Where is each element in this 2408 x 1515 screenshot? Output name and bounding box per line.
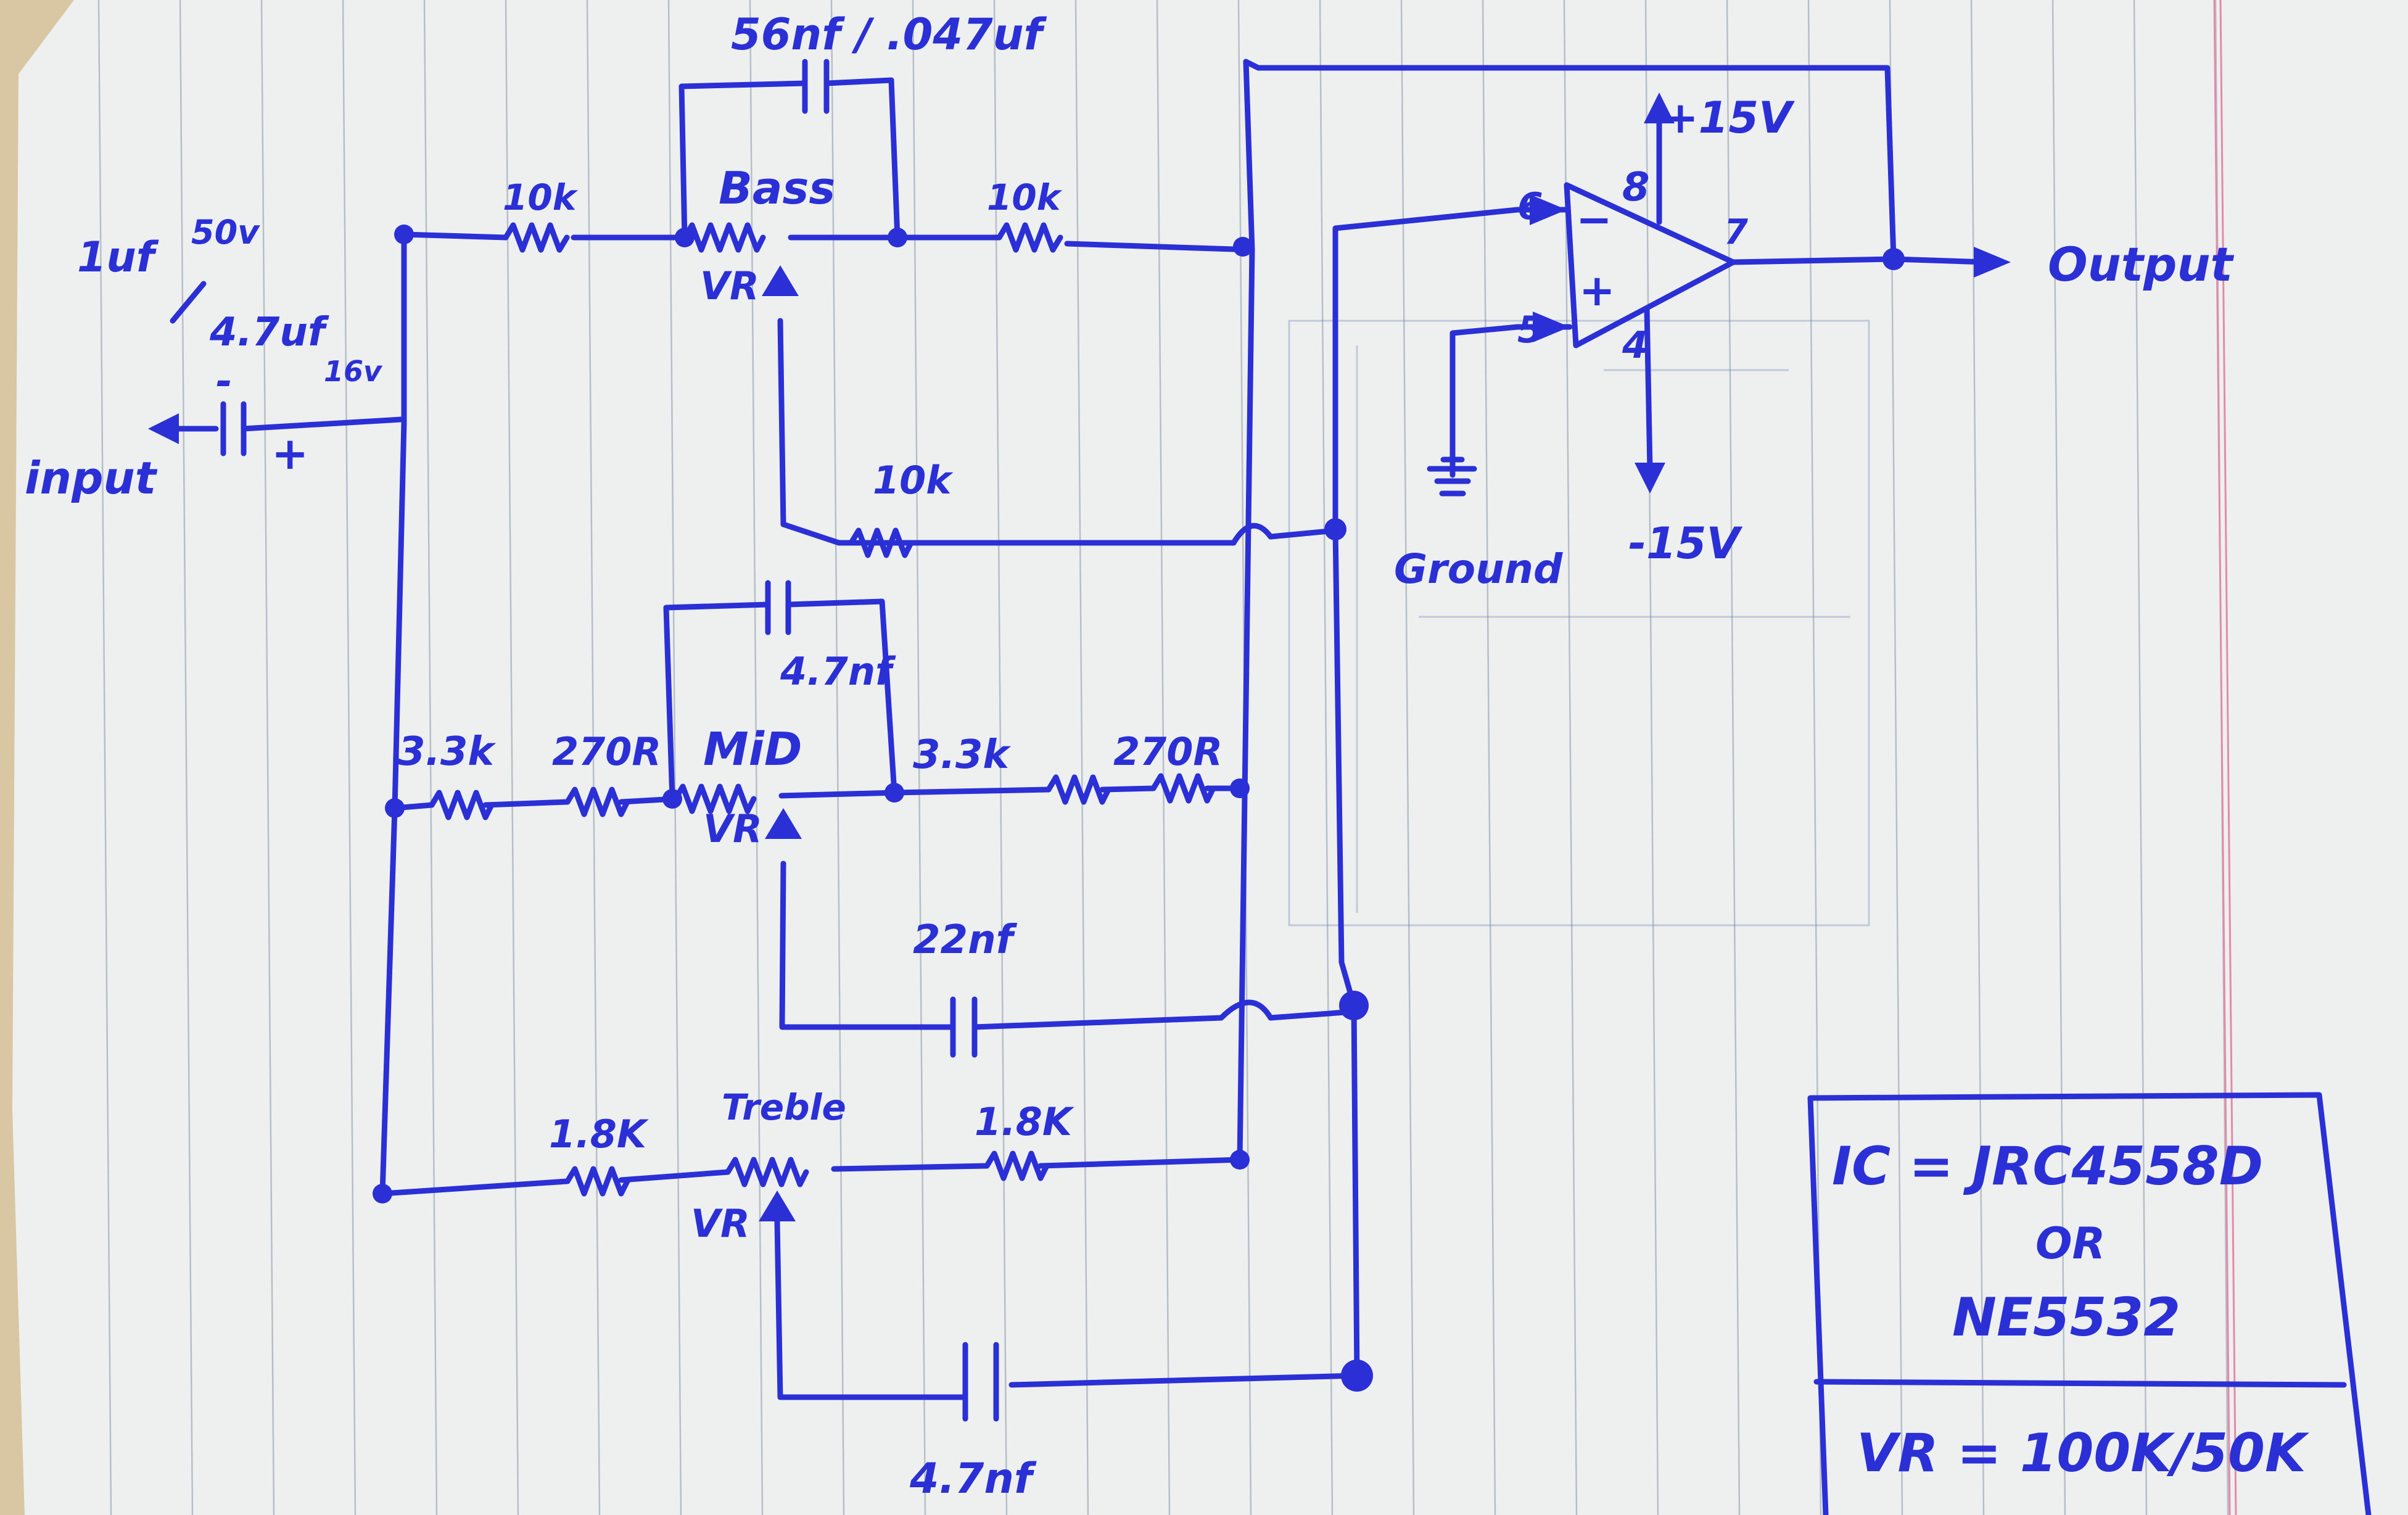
input-section: input 1uf 50v 4.7uf 16v - + <box>25 213 404 504</box>
pin6-label: 6 <box>1517 185 1543 228</box>
ruled-line <box>1319 0 1334 1515</box>
opamp-plus-label: + <box>1579 265 1615 316</box>
component-note-box: IC = JRC4558D OR NE5532 VR = 100K/50K <box>1807 1092 2372 1515</box>
pin7-label: 7 <box>1724 212 1748 252</box>
bass-label: Bass <box>719 162 835 214</box>
treble-r1-label: 1.8K <box>549 1112 649 1157</box>
ruled-line <box>1563 0 1578 1515</box>
mid-r2-label: 270R <box>552 729 661 774</box>
ruled-line <box>2051 0 2066 1515</box>
margin-line-2 <box>2219 0 2237 1515</box>
ruled-line <box>342 0 357 1515</box>
left-vertical-link <box>1243 59 1255 253</box>
cap-minus-label: - <box>216 359 233 405</box>
ruled-line <box>912 0 926 1515</box>
vr-line: VR = 100K/50K <box>1857 1422 2309 1484</box>
ruled-line <box>586 0 601 1515</box>
mid-r4-label: 270R <box>1113 729 1223 774</box>
ruled-line <box>667 0 682 1515</box>
ic-line2: OR <box>2035 1218 2105 1269</box>
ruled-line <box>1074 0 1089 1515</box>
cap-in-50v-label: 50v <box>191 213 260 252</box>
summing-bus-wire <box>1237 247 1255 1163</box>
pin5-label: 5 <box>1517 308 1543 352</box>
ruled-line <box>2133 0 2148 1515</box>
vr-mid-label: VR <box>703 806 762 851</box>
mid-stage: 4.7nf 3.3k 270R MiD 3.3k 270R VR 22nf <box>385 580 1369 1058</box>
inverting-input-bus <box>1332 207 1520 1379</box>
treble-r2-label: 1.8K <box>975 1099 1074 1144</box>
bass-feedback-r-label: 10k <box>873 458 954 503</box>
ruled-line <box>1726 0 1741 1515</box>
treble-cap-label: 4.7nf <box>909 1455 1037 1503</box>
output-label: Output <box>2048 237 2235 292</box>
mid-cap-label: 4.7nf <box>780 649 896 694</box>
bleed-through <box>1288 320 1870 927</box>
treble-stage: 1.8K Treble 1.8K VR 4.7nf <box>373 1086 1373 1503</box>
mid-r1-label: 3.3k <box>398 729 496 775</box>
mid-r3-label: 3.3k <box>913 732 1011 778</box>
feedback-bus-wire <box>1243 59 1897 262</box>
pin4-label: 4 <box>1622 324 1648 367</box>
mid-cap2-label: 22nf <box>913 917 1018 963</box>
pin8-label: 8 <box>1622 165 1650 210</box>
opamp-minus-label: − <box>1576 194 1612 245</box>
ground-label: Ground <box>1394 545 1563 593</box>
cap-plus-label: + <box>271 427 308 479</box>
left-bus-wire <box>379 231 407 1197</box>
ruled-line <box>1970 0 1985 1515</box>
cap-in-1uf-label: 1uf <box>77 233 159 282</box>
ruled-line <box>830 0 845 1515</box>
mid-label: MiD <box>703 723 802 776</box>
ic-line3: NE5532 <box>1952 1287 2180 1348</box>
ruled-lines <box>97 0 2229 1515</box>
bass-r-left-label: 10k <box>503 176 579 218</box>
ruled-line <box>179 0 194 1515</box>
opamp: − + 6 5 8 4 7 +15V -15V Ground Output <box>1394 93 2235 593</box>
bass-stage: 56nf / .047uf 10k Bass 10k VR 10k <box>394 9 1346 558</box>
vminus-label: -15V <box>1628 518 1742 569</box>
ruled-line <box>1482 0 1496 1515</box>
bass-r-right-label: 10k <box>987 176 1063 218</box>
cap-in-47uf-label: 4.7uf <box>209 310 329 355</box>
vplus-label: +15V <box>1662 93 1795 143</box>
ruled-line <box>1644 0 1659 1515</box>
vr-treble-label: VR <box>691 1201 750 1246</box>
ruled-line <box>260 0 275 1515</box>
ruled-line <box>749 0 764 1515</box>
ruled-line <box>993 0 1008 1515</box>
vr-bass-label: VR <box>700 263 759 308</box>
ruled-line <box>97 0 112 1515</box>
ruled-line <box>1400 0 1415 1515</box>
margin-line <box>2213 0 2231 1515</box>
bass-cap-label: 56nf / .047uf <box>731 9 1047 60</box>
ruled-line <box>505 0 519 1515</box>
input-label: input <box>25 452 158 504</box>
ruled-line <box>423 0 438 1515</box>
treble-label: Treble <box>722 1086 846 1128</box>
cap-in-16v-label: 16v <box>324 355 383 388</box>
ruled-line <box>1156 0 1171 1515</box>
ic-line1: IC = JRC4558D <box>1832 1136 2263 1197</box>
